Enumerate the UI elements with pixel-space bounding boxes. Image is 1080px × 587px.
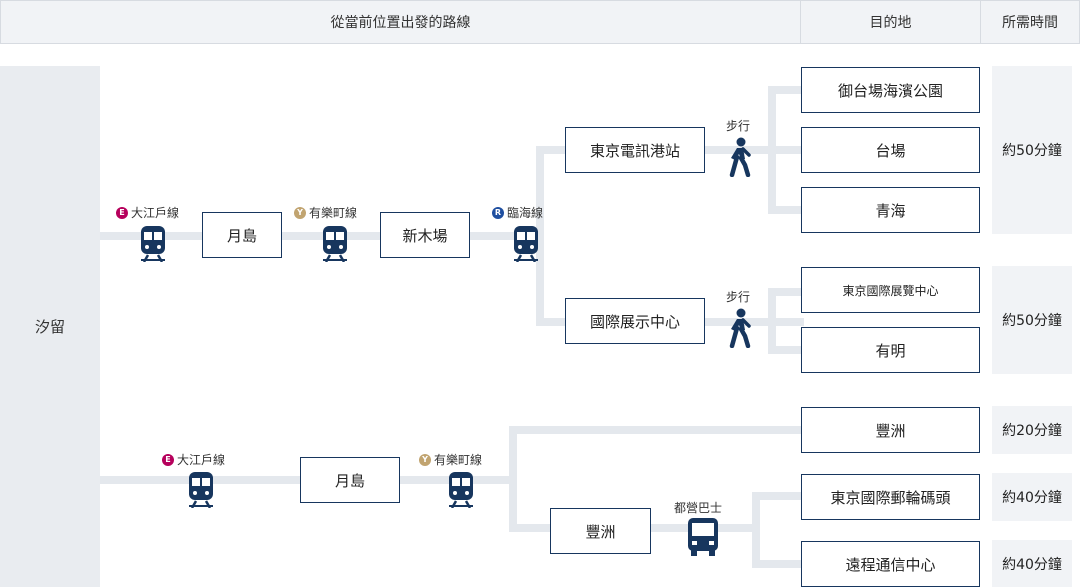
destination-box: 遠程通信中心: [801, 541, 980, 587]
connector-line: [768, 86, 776, 214]
connector-line: [752, 492, 804, 500]
destination-name: 青海: [875, 201, 906, 220]
connector-line: [768, 288, 804, 296]
time-value: 約50分鐘: [1002, 143, 1062, 159]
station-name: 新木場: [402, 226, 448, 245]
bus-icon: [687, 518, 719, 556]
rinkai-line-badge: R: [492, 206, 504, 219]
station-name: 月島: [226, 226, 257, 245]
station-box: 豐洲: [550, 508, 651, 554]
station-box: 新木場: [380, 212, 470, 258]
header-time-label: 所需時間: [1002, 15, 1058, 31]
station-box: 國際展示中心: [565, 298, 705, 344]
destination-box: 東京國際郵輪碼頭: [801, 474, 980, 520]
connector-line: [768, 346, 804, 354]
time-value: 約40分鐘: [1002, 490, 1062, 506]
time-cell: 約50分鐘: [992, 66, 1072, 234]
destination-name: 豐洲: [875, 421, 906, 440]
line-name: 有樂町線: [309, 206, 358, 220]
line-label-oedo: E 大江戶線: [116, 204, 179, 221]
header-route: 從當前位置出發的路線: [0, 0, 801, 44]
destination-box: 有明: [801, 327, 980, 373]
destination-box: 御台場海濱公園: [801, 67, 980, 113]
line-label-rinkai: R 臨海線: [492, 204, 543, 221]
connector-line: [509, 426, 804, 434]
walking-person-icon: [726, 308, 752, 348]
destination-name: 台場: [875, 141, 906, 160]
origin-label: 汐留: [34, 318, 65, 336]
connector-line: [536, 146, 544, 326]
connector-line: [752, 560, 804, 568]
mode-label: 都營巴士: [674, 501, 723, 515]
train-icon: [139, 226, 167, 262]
station-name: 東京電訊港站: [589, 141, 680, 160]
station-box: 東京電訊港站: [565, 127, 705, 173]
yurakucho-line-badge: Y: [419, 453, 431, 466]
connector-line: [509, 524, 554, 532]
connector-line: [752, 492, 760, 568]
train-icon: [447, 472, 475, 508]
connector-line: [536, 318, 566, 326]
destination-name: 遠程通信中心: [845, 555, 936, 574]
destination-box: 豐洲: [801, 407, 980, 453]
destination-name: 有明: [875, 341, 906, 360]
line-label-yurakucho: Y 有樂町線: [294, 204, 357, 221]
connector-line: [704, 146, 804, 154]
line-label-yurakucho: Y 有樂町線: [419, 451, 482, 468]
train-icon: [321, 226, 349, 262]
connector-line: [768, 206, 804, 214]
line-name: 有樂町線: [434, 453, 483, 467]
header-time: 所需時間: [980, 0, 1080, 44]
line-name: 大江戶線: [177, 453, 226, 467]
connector-line: [768, 86, 804, 94]
station-name: 國際展示中心: [589, 312, 680, 331]
line-name: 臨海線: [507, 206, 544, 220]
connector-line: [536, 146, 566, 154]
mode-label: 步行: [726, 290, 751, 304]
train-icon: [512, 226, 540, 262]
mode-label: 步行: [726, 119, 751, 133]
destination-name: 東京國際郵輪碼頭: [830, 488, 951, 507]
station-box: 月島: [300, 457, 400, 503]
destination-box: 台場: [801, 127, 980, 173]
destination-name: 御台場海濱公園: [837, 81, 943, 100]
header-route-label: 從當前位置出發的路線: [330, 15, 471, 31]
train-icon: [187, 472, 215, 508]
oedo-line-badge: E: [162, 453, 174, 466]
time-value: 約40分鐘: [1002, 556, 1062, 573]
header-destination-label: 目的地: [869, 15, 912, 31]
yurakucho-line-badge: Y: [294, 206, 306, 219]
connector-line: [768, 288, 776, 354]
station-name: 豐洲: [585, 522, 616, 541]
line-label-oedo: E 大江戶線: [162, 451, 225, 468]
walking-person-icon: [726, 137, 752, 177]
line-name: 大江戶線: [131, 206, 180, 220]
origin-station: 汐留: [0, 66, 100, 587]
time-cell: 約20分鐘: [992, 406, 1072, 454]
header-destination: 目的地: [800, 0, 981, 44]
oedo-line-badge: E: [116, 206, 128, 219]
connector-line: [100, 232, 540, 240]
connector-line: [704, 318, 804, 326]
station-name: 月島: [334, 471, 365, 490]
time-value: 約20分鐘: [1002, 423, 1062, 439]
destination-name: 東京國際展覽中心: [842, 283, 939, 298]
destination-box: 東京國際展覽中心: [801, 267, 980, 313]
time-value: 約50分鐘: [1002, 313, 1062, 329]
time-cell: 約50分鐘: [992, 266, 1072, 374]
time-cell: 約40分鐘: [992, 540, 1072, 587]
station-box: 月島: [202, 212, 282, 258]
time-cell: 約40分鐘: [992, 473, 1072, 521]
connector-line: [509, 426, 517, 532]
destination-box: 青海: [801, 187, 980, 233]
